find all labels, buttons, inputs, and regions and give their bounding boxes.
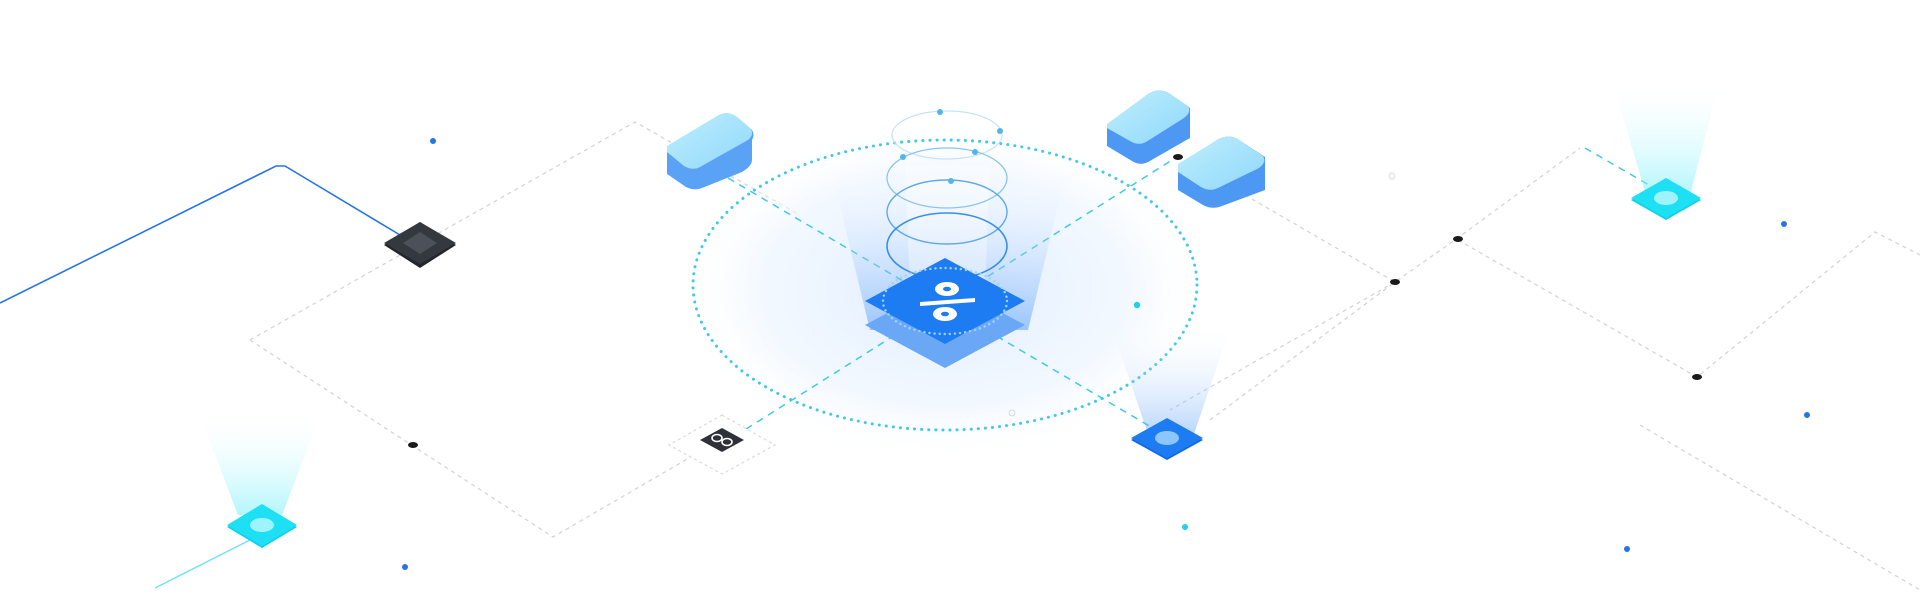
- hub-orbit-ring: [691, 138, 1199, 432]
- hub-rings: [886, 109, 1008, 280]
- cube-node-right: [1178, 136, 1265, 208]
- link-node-tile: [667, 414, 777, 475]
- link-icon: [711, 433, 733, 447]
- blue-node-tile: [1131, 418, 1203, 460]
- cube-node-left: [667, 113, 754, 190]
- beam-bottom-left: [198, 410, 322, 515]
- cube-node-top-right: [1107, 90, 1190, 164]
- center-hub-tile: [865, 258, 1025, 368]
- beam-right: [1110, 322, 1232, 440]
- junction-dots: [408, 154, 1702, 448]
- dark-node-tile: [384, 222, 456, 268]
- connection-line-bottom: [154, 539, 251, 589]
- beam-top-right: [1612, 80, 1720, 195]
- cyan-node-tile-right: [1631, 178, 1701, 220]
- accent-dots: [402, 138, 1810, 570]
- connection-line-left: [0, 165, 406, 304]
- percent-icon: [920, 282, 975, 321]
- cyan-node-tile-left: [227, 504, 297, 548]
